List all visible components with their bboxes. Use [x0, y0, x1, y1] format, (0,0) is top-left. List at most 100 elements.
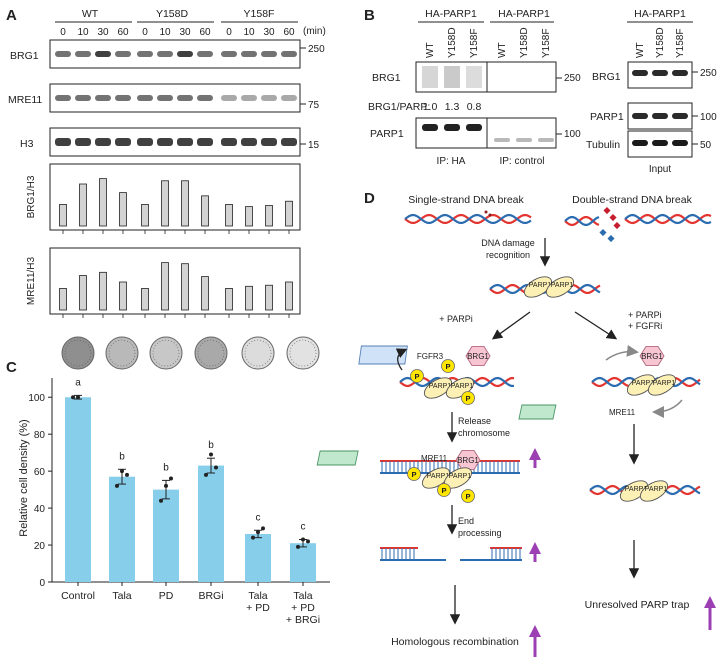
- bar: [201, 195, 209, 227]
- band: [672, 140, 688, 146]
- band: [157, 138, 173, 146]
- significance-label: c: [301, 522, 306, 533]
- end-processing-label-1: End: [458, 516, 474, 526]
- bar: [79, 275, 87, 311]
- bar: [245, 285, 253, 311]
- bar: [119, 192, 127, 227]
- time-label: 30: [263, 27, 275, 38]
- lane-label: Y158F: [541, 29, 552, 58]
- ip-ha-label: IP: HA: [437, 156, 466, 167]
- bar: [201, 276, 209, 311]
- mre11-label: MRE11: [421, 454, 448, 463]
- dna-strand-red: [404, 213, 532, 225]
- parp1-shape: [639, 480, 669, 502]
- blot-brg1: [49, 39, 301, 69]
- c-ylabel: Relative cell density (%): [18, 419, 30, 536]
- panel-b-bands: [422, 66, 688, 146]
- band: [516, 138, 532, 142]
- colony-texture: [152, 339, 180, 367]
- band: [652, 70, 668, 76]
- band: [157, 51, 173, 57]
- band: [221, 51, 237, 57]
- ratio-y158f: 0.8: [467, 101, 482, 113]
- dna-strand-blue: [564, 216, 600, 226]
- bar: [225, 204, 233, 227]
- ip-header: HA-PARP1: [425, 8, 477, 20]
- bar: [265, 205, 273, 227]
- mre11-shape: [518, 404, 557, 420]
- ratio-label: BRG1/PARP:: [368, 101, 430, 113]
- category-label: + BRGi: [286, 614, 320, 626]
- band: [221, 138, 237, 146]
- ratio-y158d: 1.3: [445, 101, 460, 113]
- blot-h3: [49, 127, 301, 157]
- data-point: [76, 395, 80, 400]
- arrow: [574, 311, 618, 340]
- band: [672, 70, 688, 76]
- band: [137, 138, 153, 146]
- band: [652, 140, 668, 146]
- lane-label: WT: [497, 42, 508, 58]
- ssb-label: Single-strand DNA break: [408, 194, 524, 206]
- data-point: [296, 544, 300, 549]
- brg1-label: BRG1: [467, 352, 489, 361]
- significance-label: b: [208, 440, 214, 451]
- marker-250: 250: [308, 44, 325, 55]
- lane-label: Y158F: [469, 29, 480, 58]
- band: [177, 95, 193, 101]
- smear: [444, 66, 460, 88]
- release-label-1: Release: [458, 416, 491, 426]
- colony-texture: [289, 339, 317, 367]
- category-label: Tala: [293, 590, 312, 602]
- ratio-wt: 1.0: [423, 101, 438, 113]
- input-caption: Input: [649, 164, 671, 175]
- band: [241, 95, 257, 101]
- dna-fragment: [599, 229, 607, 237]
- data-point: [164, 483, 168, 488]
- lane-label: WT: [425, 42, 436, 58]
- panel-label-a: A: [6, 7, 17, 24]
- colony-texture: [108, 339, 136, 367]
- brg1-shape: [465, 346, 491, 366]
- bar: [153, 489, 179, 582]
- marker-75: 75: [308, 100, 320, 111]
- parp1-shape: [423, 377, 453, 399]
- colony-texture: [244, 339, 272, 367]
- smear: [466, 66, 482, 88]
- category-label: + PD: [291, 602, 315, 614]
- band: [177, 138, 193, 146]
- purple-arrowhead: [529, 625, 541, 637]
- data-point: [256, 530, 260, 535]
- ip-blot-parp1: [415, 117, 557, 149]
- time-unit-label: (min): [303, 26, 326, 37]
- band: [632, 113, 648, 119]
- bar: [141, 204, 149, 227]
- time-label: 0: [226, 27, 232, 38]
- parpi-label: + PARPi: [439, 314, 473, 324]
- input-label-parp1: PARP1: [590, 111, 624, 123]
- bar: [99, 178, 107, 227]
- parpi-fgfri-label-1: + PARPi: [628, 310, 662, 320]
- parp1-shape: [523, 276, 553, 298]
- brg1-shape: [455, 450, 481, 470]
- data-point: [301, 537, 305, 542]
- release-arrow: [605, 344, 639, 361]
- y-tick-label: 80: [34, 430, 46, 441]
- bar: [198, 465, 224, 582]
- ip-blot-brg1: [415, 61, 557, 93]
- band: [652, 113, 668, 119]
- band: [177, 51, 193, 57]
- mre11-h3-bars: [59, 262, 293, 318]
- band: [261, 95, 277, 101]
- time-label: 0: [60, 27, 66, 38]
- lane-label: Y158D: [655, 27, 666, 58]
- parp1-shape: [545, 276, 575, 298]
- ip-label-parp1: PARP1: [370, 128, 404, 140]
- category-label: PD: [159, 590, 174, 602]
- time-label: 60: [283, 27, 295, 38]
- blot-label-brg1: BRG1: [10, 50, 39, 62]
